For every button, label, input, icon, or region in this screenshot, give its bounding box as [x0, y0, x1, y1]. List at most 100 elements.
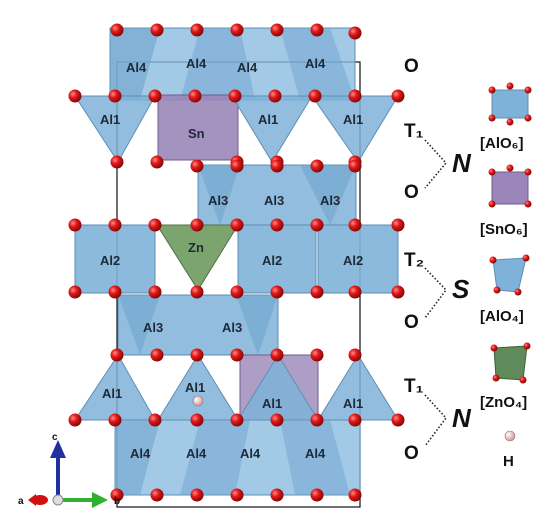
layer-label-o: O — [404, 56, 419, 77]
alo6-octahedron — [317, 224, 399, 294]
site-label: Zn — [188, 240, 204, 255]
oxygen-atom — [190, 218, 204, 232]
legend-item-alo4: [AlO₄] — [480, 254, 530, 325]
oxygen-atom — [270, 285, 284, 299]
axes-triad: c b a — [18, 432, 120, 508]
oxygen-atom — [270, 23, 284, 37]
legend-label-alo4: [AlO₄] — [480, 308, 524, 325]
legend-item-sno6: [SnO₆] — [480, 164, 532, 238]
oxygen-atom — [110, 488, 124, 502]
oxygen-atom — [391, 413, 405, 427]
layer-labels: O T₁ O T₂ O T₁ O — [404, 56, 424, 464]
layer-label-t1: T₁ — [404, 121, 424, 142]
legend-label-zno4: [ZnO₄] — [480, 394, 527, 411]
site-label: Al4 — [186, 56, 207, 71]
oxygen-atom — [108, 285, 122, 299]
polyhedra-row5 — [74, 354, 399, 421]
oxygen-atom — [68, 413, 82, 427]
oxygen-atom — [310, 159, 324, 173]
oxygen-atom — [230, 413, 244, 427]
site-label: Al3 — [222, 320, 242, 335]
oxygen-atom — [68, 89, 82, 103]
oxygen-atom — [188, 89, 202, 103]
legend-item-zno4: [ZnO₄] — [480, 342, 531, 411]
legend-label-sno6: [SnO₆] — [480, 221, 528, 238]
alo4-tetrahedron — [231, 95, 313, 163]
block-label-s: S — [452, 274, 470, 304]
oxygen-atom — [391, 218, 405, 232]
oxygen-atom — [230, 23, 244, 37]
site-label: Al1 — [185, 380, 205, 395]
oxygen-atom — [270, 348, 284, 362]
site-label: Al1 — [102, 386, 122, 401]
layer-label-o: O — [404, 182, 419, 203]
site-label: Al3 — [208, 193, 228, 208]
axis-label-c: c — [52, 432, 58, 443]
oxygen-atom — [348, 218, 362, 232]
site-label: Al4 — [305, 56, 326, 71]
oxygen-atom — [150, 23, 164, 37]
site-label: Al3 — [143, 320, 163, 335]
layer-label-o: O — [404, 312, 419, 333]
site-label: Al1 — [262, 396, 282, 411]
oxygen-atom — [108, 413, 122, 427]
alo4-tetrahedron — [311, 95, 399, 163]
site-label: Al1 — [343, 396, 363, 411]
oxygen-atom — [230, 285, 244, 299]
site-label: Al4 — [237, 60, 258, 75]
oxygen-atom — [230, 159, 244, 173]
block-brackets — [424, 139, 448, 447]
polyhedra-row4 — [117, 294, 279, 356]
oxygen-atom — [310, 413, 324, 427]
oxygen-atom — [310, 218, 324, 232]
oxygen-atom — [348, 348, 362, 362]
site-label: Al4 — [130, 446, 151, 461]
polyhedra-row2 — [197, 164, 357, 226]
oxygen-atom — [348, 488, 362, 502]
oxygen-atom — [310, 285, 324, 299]
oxygen-atom — [268, 89, 282, 103]
site-label: Al4 — [186, 446, 207, 461]
oxygen-atom — [150, 348, 164, 362]
layer-label-t1: T₁ — [404, 376, 424, 397]
oxygen-atom — [110, 155, 124, 169]
oxygen-atom — [190, 285, 204, 299]
oxygen-atom — [270, 413, 284, 427]
polyhedra-al4-bottom — [114, 419, 361, 496]
zno4-tetrahedron — [156, 224, 239, 291]
site-label: Sn — [188, 126, 205, 141]
oxygen-atom — [190, 348, 204, 362]
oxygen-atom — [190, 159, 204, 173]
site-label: Al4 — [126, 60, 147, 75]
legend-item-alo6: [AlO₆] — [480, 82, 532, 152]
site-label: Al3 — [320, 193, 340, 208]
oxygen-atom — [308, 89, 322, 103]
oxygen-atom — [230, 488, 244, 502]
oxygen-atom — [310, 23, 324, 37]
oxygen-atom — [348, 89, 362, 103]
block-labels: N S N — [452, 148, 472, 433]
oxygen-atom — [150, 155, 164, 169]
oxygen-atom — [148, 218, 162, 232]
site-label: Al2 — [262, 253, 282, 268]
oxygen-atom — [190, 488, 204, 502]
oxygen-atom — [110, 23, 124, 37]
oxygen-atom — [108, 89, 122, 103]
legend-label-alo6: [AlO₆] — [480, 135, 523, 152]
oxygen-atom — [310, 488, 324, 502]
oxygen-atom — [108, 218, 122, 232]
oxygen-atom — [391, 285, 405, 299]
oxygen-atom — [150, 488, 164, 502]
oxygen-atom — [348, 159, 362, 173]
oxygen-atom — [348, 413, 362, 427]
layer-label-t2: T₂ — [404, 250, 424, 271]
site-label: Al1 — [258, 112, 278, 127]
oxygen-atom — [148, 413, 162, 427]
oxygen-atom — [348, 26, 362, 40]
oxygen-atom — [230, 348, 244, 362]
site-label: Al4 — [240, 446, 261, 461]
block-label-n: N — [452, 148, 472, 178]
layer-label-o: O — [404, 443, 419, 464]
oxygen-atom — [348, 285, 362, 299]
oxygen-atom — [190, 413, 204, 427]
